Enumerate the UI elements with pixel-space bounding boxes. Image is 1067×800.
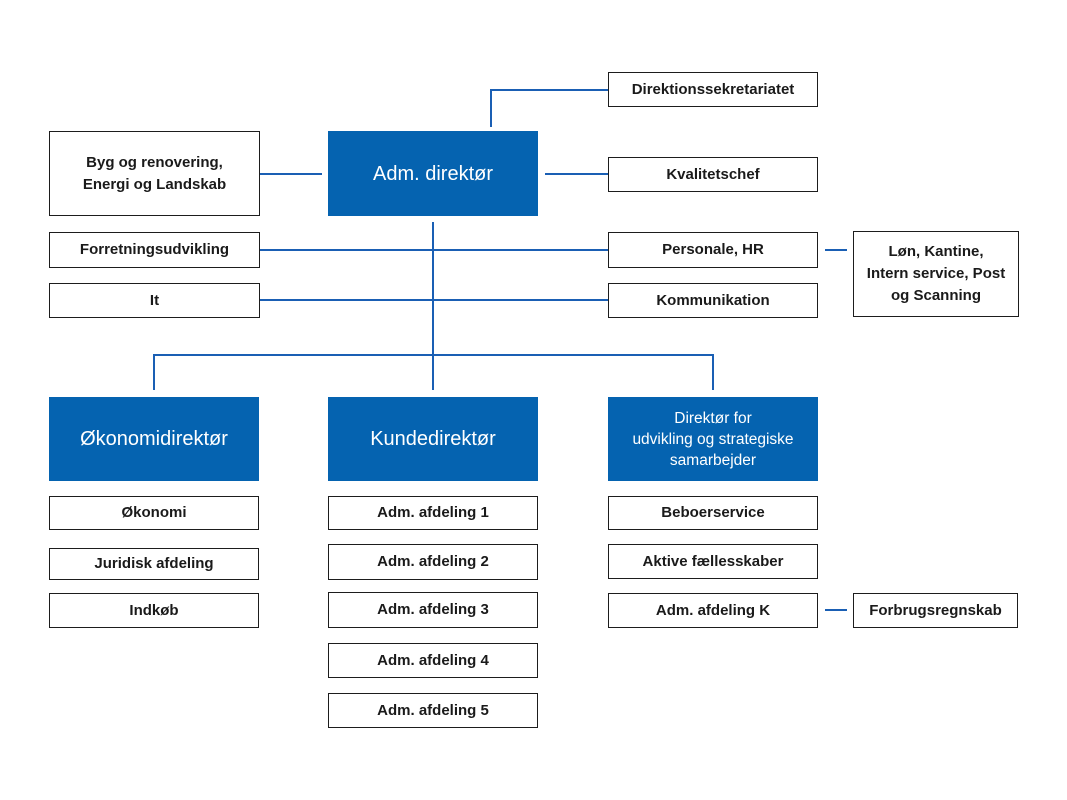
- secretariat-label: Direktionssekretariatet: [631, 80, 795, 98]
- hr-label: Personale, HR: [662, 241, 764, 258]
- it-box: It: [49, 283, 260, 318]
- finance-director-box: Økonomidirektør: [49, 397, 259, 481]
- consumption-accounting-label: Forbrugsregnskab: [869, 601, 1002, 619]
- communication-box: Kommunikation: [608, 283, 818, 318]
- unit-legal: Juridisk afdeling: [49, 548, 259, 580]
- unit-adm-1: Adm. afdeling 1: [328, 496, 538, 530]
- communication-label: Kommunikation: [656, 291, 770, 309]
- quality-label: Kvalitetschef: [666, 165, 760, 183]
- unit-resident-service: Beboerservice: [608, 496, 818, 530]
- development-director-label: Direktør for udvikling og strategiske sa…: [632, 409, 794, 469]
- business-dev-box: Forretningsudvikling: [49, 232, 260, 268]
- unit-label: Adm. afdeling 3: [377, 601, 489, 618]
- unit-adm-5: Adm. afdeling 5: [328, 693, 538, 728]
- unit-purchasing: Indkøb: [49, 593, 259, 628]
- development-director-box: Direktør for udvikling og strategiske sa…: [608, 397, 818, 481]
- unit-label: Aktive fællesskaber: [642, 552, 784, 570]
- hr-box: Personale, HR: [608, 232, 818, 268]
- unit-label: Adm. afdeling 5: [377, 701, 489, 719]
- construction-box: Byg og renovering, Energi og Landskab: [49, 131, 260, 216]
- consumption-accounting-box: Forbrugsregnskab: [853, 593, 1018, 628]
- unit-label: Adm. afdeling 1: [377, 504, 489, 521]
- unit-adm-2: Adm. afdeling 2: [328, 544, 538, 580]
- ceo-box: Adm. direktør: [328, 131, 538, 216]
- it-label: It: [149, 291, 160, 309]
- quality-box: Kvalitetschef: [608, 157, 818, 192]
- hr-sub-label: Løn, Kantine, Intern service, Post og Sc…: [866, 243, 1006, 304]
- line-director-bus: [153, 354, 714, 390]
- secretariat-box: Direktionssekretariatet: [608, 72, 818, 107]
- unit-active-communities: Aktive fællesskaber: [608, 544, 818, 579]
- unit-label: Adm. afdeling 2: [377, 553, 489, 570]
- unit-label: Adm. afdeling 4: [377, 651, 489, 669]
- unit-adm-4: Adm. afdeling 4: [328, 643, 538, 678]
- unit-label: Adm. afdeling K: [655, 601, 771, 619]
- unit-finance: Økonomi: [49, 496, 259, 530]
- unit-label: Beboerservice: [661, 504, 765, 521]
- unit-adm-k: Adm. afdeling K: [608, 593, 818, 628]
- customer-director-label: Kundedirektør: [370, 428, 496, 450]
- business-dev-label: Forretningsudvikling: [79, 241, 230, 258]
- unit-label: Indkøb: [129, 601, 179, 619]
- line-ceo-secretariat: [490, 89, 608, 127]
- finance-director-label: Økonomidirektør: [80, 428, 228, 450]
- unit-label: Juridisk afdeling: [94, 555, 214, 572]
- customer-director-box: Kundedirektør: [328, 397, 538, 481]
- ceo-label: Adm. direktør: [372, 162, 494, 185]
- construction-label: Byg og renovering, Energi og Landskab: [82, 153, 227, 193]
- unit-label: Økonomi: [121, 504, 187, 521]
- unit-adm-3: Adm. afdeling 3: [328, 592, 538, 628]
- hr-sub-box: Løn, Kantine, Intern service, Post og Sc…: [853, 231, 1019, 317]
